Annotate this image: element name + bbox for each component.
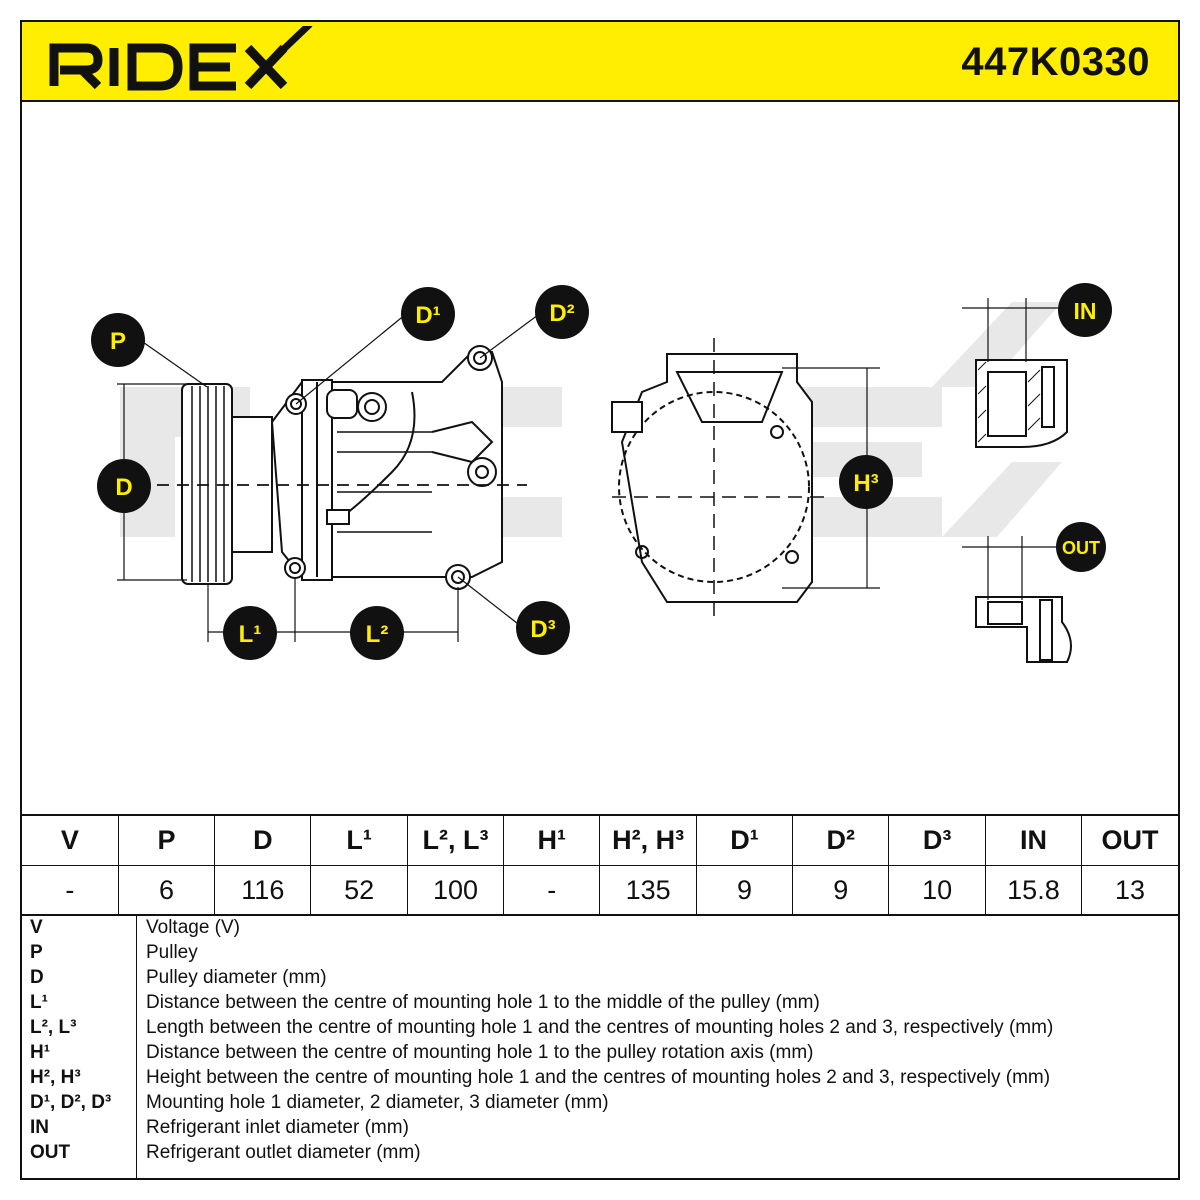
svg-text:P: P bbox=[110, 328, 126, 355]
spec-table: V P D L¹ L², L³ H¹ H², H³ D¹ D² D³ IN OU… bbox=[22, 814, 1178, 916]
spec-header-cell: H², H³ bbox=[599, 814, 697, 866]
spec-value-cell: 135 bbox=[599, 865, 697, 916]
compressor-drawing: P D D¹ D² D³ L¹ bbox=[22, 102, 1178, 814]
spec-header-cell: D¹ bbox=[695, 814, 794, 866]
spec-header-cell: H¹ bbox=[503, 814, 601, 866]
legend-desc: Distance between the centre of mounting … bbox=[146, 1041, 814, 1063]
badge-in: IN bbox=[1058, 283, 1112, 337]
legend-divider bbox=[136, 915, 137, 1180]
badge-d3: D³ bbox=[516, 601, 570, 655]
legend-row: L², L³ Length between the centre of mount… bbox=[22, 1015, 1178, 1040]
front-view-axes bbox=[612, 338, 824, 622]
legend: V Voltage (V) P Pulley D Pulley diameter (m… bbox=[22, 915, 1178, 1180]
spec-header-cell: L¹ bbox=[310, 814, 408, 866]
ridex-logo bbox=[48, 21, 318, 101]
svg-text:H³: H³ bbox=[853, 470, 878, 497]
dimension-in bbox=[962, 298, 1062, 362]
legend-key: IN bbox=[30, 1116, 49, 1138]
svg-text:L¹: L¹ bbox=[239, 621, 262, 648]
spec-header-cell: IN bbox=[984, 814, 1083, 866]
legend-row: L¹ Distance between the centre of mountin… bbox=[22, 990, 1178, 1015]
svg-text:D³: D³ bbox=[530, 616, 555, 643]
technical-drawing: P D D¹ D² D³ L¹ bbox=[91, 283, 1112, 663]
legend-desc: Length between the centre of mounting ho… bbox=[146, 1016, 1054, 1038]
spec-header-cell: P bbox=[117, 814, 216, 866]
spec-value-cell: 6 bbox=[117, 865, 216, 916]
legend-desc: Refrigerant inlet diameter (mm) bbox=[146, 1116, 409, 1138]
svg-text:L²: L² bbox=[366, 621, 389, 648]
legend-desc: Refrigerant outlet diameter (mm) bbox=[146, 1141, 421, 1163]
badge-l1: L¹ bbox=[223, 606, 277, 660]
legend-key: P bbox=[30, 941, 43, 963]
badge-d1: D¹ bbox=[401, 287, 455, 341]
spec-header-cell: D² bbox=[792, 814, 890, 866]
spec-value-cell: 52 bbox=[310, 865, 408, 916]
spec-header-cell: D³ bbox=[888, 814, 986, 866]
legend-key: H², H³ bbox=[30, 1066, 81, 1088]
product-sheet: 447K0330 bbox=[20, 20, 1180, 1180]
spec-value-row: - 6 116 52 100 - 135 9 9 10 15.8 13 bbox=[22, 865, 1178, 916]
svg-text:D: D bbox=[115, 474, 132, 501]
legend-row: D¹, D², D³ Mounting hole 1 diameter, 2 di… bbox=[22, 1090, 1178, 1115]
inlet-port-section bbox=[975, 359, 1068, 448]
legend-row: OUT Refrigerant outlet diameter (mm) bbox=[22, 1140, 1178, 1165]
spec-header-cell: D bbox=[214, 814, 312, 866]
legend-key: L¹ bbox=[30, 991, 48, 1013]
legend-row: P Pulley bbox=[22, 940, 1178, 965]
badge-h3: H³ bbox=[839, 455, 893, 509]
spec-header-cell: L², L³ bbox=[406, 814, 505, 866]
legend-desc: Voltage (V) bbox=[146, 916, 240, 938]
svg-text:OUT: OUT bbox=[1062, 538, 1100, 558]
legend-key: D bbox=[30, 966, 44, 988]
spec-value-cell: - bbox=[503, 865, 601, 916]
legend-row: D Pulley diameter (mm) bbox=[22, 965, 1178, 990]
compressor-front-view bbox=[611, 353, 813, 603]
dimension-out bbox=[962, 536, 1058, 600]
leader-lines bbox=[139, 311, 543, 628]
badge-d2: D² bbox=[535, 285, 589, 339]
legend-key: OUT bbox=[30, 1141, 71, 1163]
spec-value-cell: 116 bbox=[214, 865, 312, 916]
part-number: 447K0330 bbox=[961, 40, 1150, 84]
compressor-side-view bbox=[181, 345, 503, 590]
outlet-port-section bbox=[975, 596, 1072, 663]
spec-value-cell: 13 bbox=[1081, 865, 1178, 916]
legend-key: V bbox=[30, 916, 43, 938]
legend-key: H¹ bbox=[30, 1041, 51, 1063]
legend-row: H², H³ Height between the centre of mount… bbox=[22, 1065, 1178, 1090]
legend-desc: Pulley bbox=[146, 941, 198, 963]
legend-key: L², L³ bbox=[30, 1016, 77, 1038]
spec-header-cell: V bbox=[22, 814, 119, 866]
legend-desc: Pulley diameter (mm) bbox=[146, 966, 327, 988]
badge-l2: L² bbox=[350, 606, 404, 660]
badge-d: D bbox=[97, 459, 151, 513]
legend-row: V Voltage (V) bbox=[22, 915, 1178, 940]
spec-value-cell: 100 bbox=[406, 865, 505, 916]
badge-p: P bbox=[91, 313, 145, 367]
svg-text:D¹: D¹ bbox=[415, 302, 440, 329]
spec-value-cell: 9 bbox=[792, 865, 890, 916]
legend-row: H¹ Distance between the centre of mountin… bbox=[22, 1040, 1178, 1065]
svg-text:IN: IN bbox=[1074, 298, 1097, 324]
legend-key: D¹, D², D³ bbox=[30, 1091, 112, 1113]
legend-row: IN Refrigerant inlet diameter (mm) bbox=[22, 1115, 1178, 1140]
legend-desc: Height between the centre of mounting ho… bbox=[146, 1066, 1051, 1088]
spec-header-row: V P D L¹ L², L³ H¹ H², H³ D¹ D² D³ IN OU… bbox=[22, 814, 1178, 866]
spec-value-cell: - bbox=[22, 865, 119, 916]
spec-value-cell: 10 bbox=[888, 865, 986, 916]
spec-value-cell: 15.8 bbox=[984, 865, 1083, 916]
spec-header-cell: OUT bbox=[1081, 814, 1178, 866]
legend-desc: Mounting hole 1 diameter, 2 diameter, 3 … bbox=[146, 1091, 609, 1113]
header-bar: 447K0330 bbox=[22, 21, 1178, 102]
spec-value-cell: 9 bbox=[695, 865, 794, 916]
legend-desc: Distance between the centre of mounting … bbox=[146, 991, 820, 1013]
badge-out: OUT bbox=[1056, 522, 1106, 572]
svg-text:D²: D² bbox=[549, 300, 574, 327]
